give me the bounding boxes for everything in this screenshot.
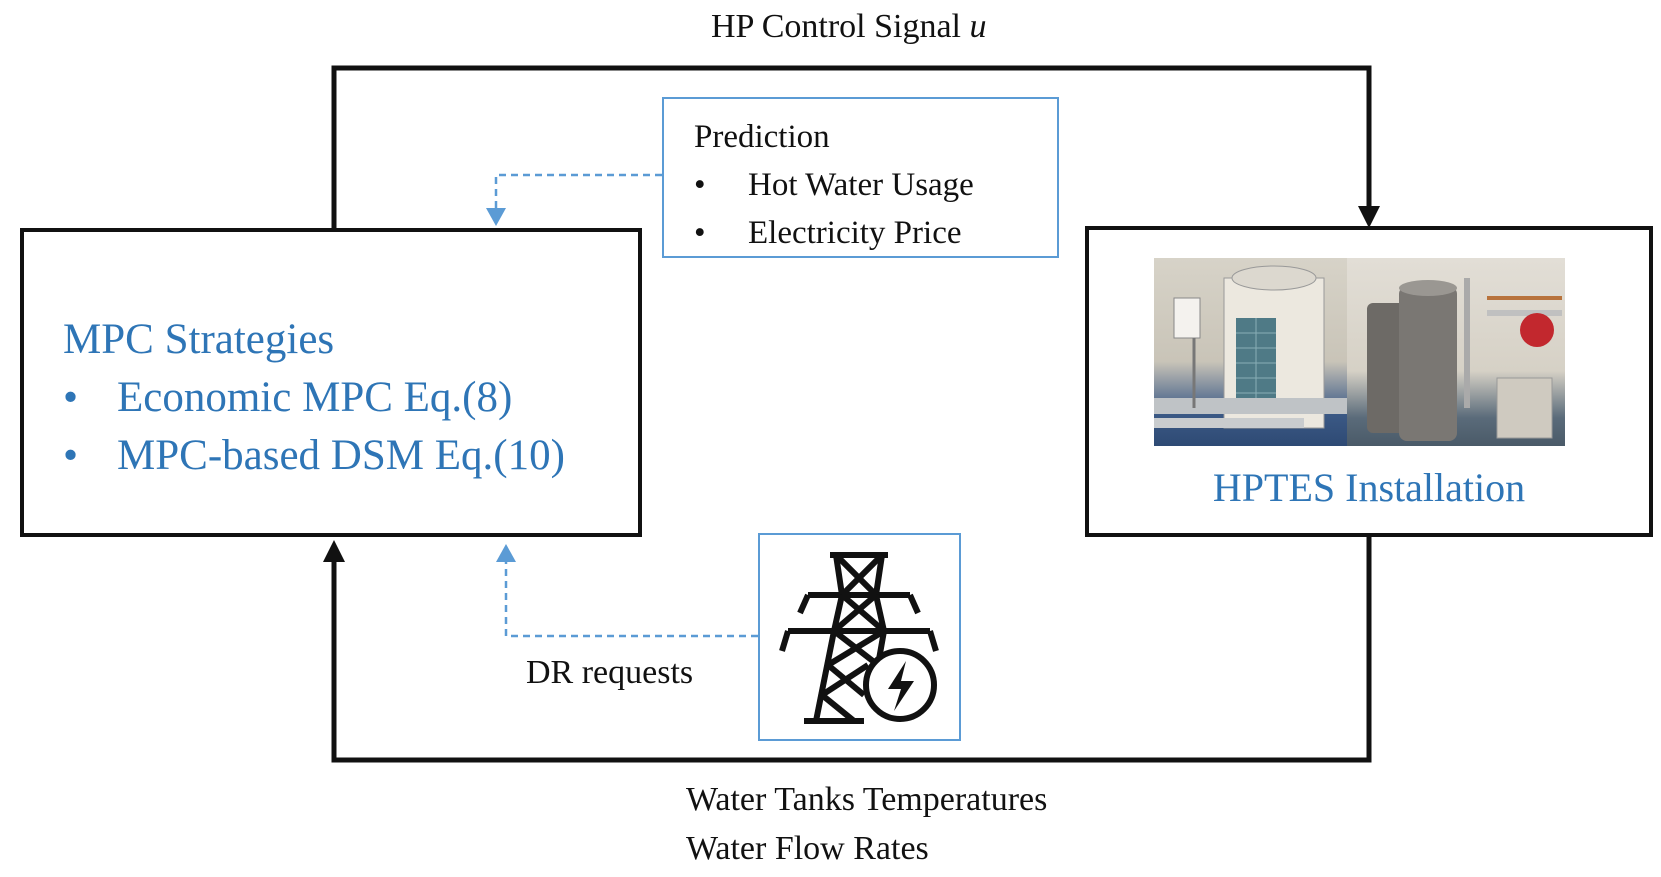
feedback-line	[331, 536, 1372, 763]
control-signal-line	[331, 65, 1372, 230]
water-tanks-photo	[1347, 258, 1565, 446]
prediction-dashed-line	[494, 173, 662, 210]
hptes-label: HPTES Installation	[1212, 465, 1526, 510]
mpc-item: •MPC-based DSM Eq.(10)	[63, 432, 565, 479]
prediction-title: Prediction	[694, 119, 830, 155]
mpc-strategies-box: MPC Strategies •Economic MPC Eq.(8) •MPC…	[20, 228, 642, 537]
dr-arrowhead	[496, 544, 516, 562]
hptes-box: HPTES Installation	[1085, 226, 1653, 537]
prediction-box: Prediction •Hot Water Usage •Electricity…	[662, 97, 1059, 258]
mpc-title: MPC Strategies	[63, 316, 335, 363]
feedback-arrowhead	[323, 540, 345, 562]
control-signal-symbol: u	[969, 8, 987, 45]
feedback-label-temperatures: Water Tanks Temperatures	[686, 781, 1048, 818]
heat-pump-photo	[1154, 258, 1347, 446]
power-tower-icon	[779, 552, 939, 724]
grid-icon-box	[758, 533, 961, 741]
control-signal-arrowhead	[1358, 206, 1380, 228]
dr-dashed-line	[504, 560, 758, 638]
dr-requests-label: DR requests	[526, 654, 694, 691]
control-signal-text: HP Control Signal	[711, 8, 970, 45]
mpc-item: •Economic MPC Eq.(8)	[63, 374, 513, 421]
prediction-arrowhead	[486, 208, 506, 226]
prediction-item: •Electricity Price	[694, 215, 962, 251]
feedback-label-flow-rates: Water Flow Rates	[686, 830, 929, 867]
control-signal-label: HP Control Signal u	[711, 10, 987, 44]
prediction-item: •Hot Water Usage	[694, 167, 974, 203]
lightning-bolt-icon	[863, 648, 937, 722]
